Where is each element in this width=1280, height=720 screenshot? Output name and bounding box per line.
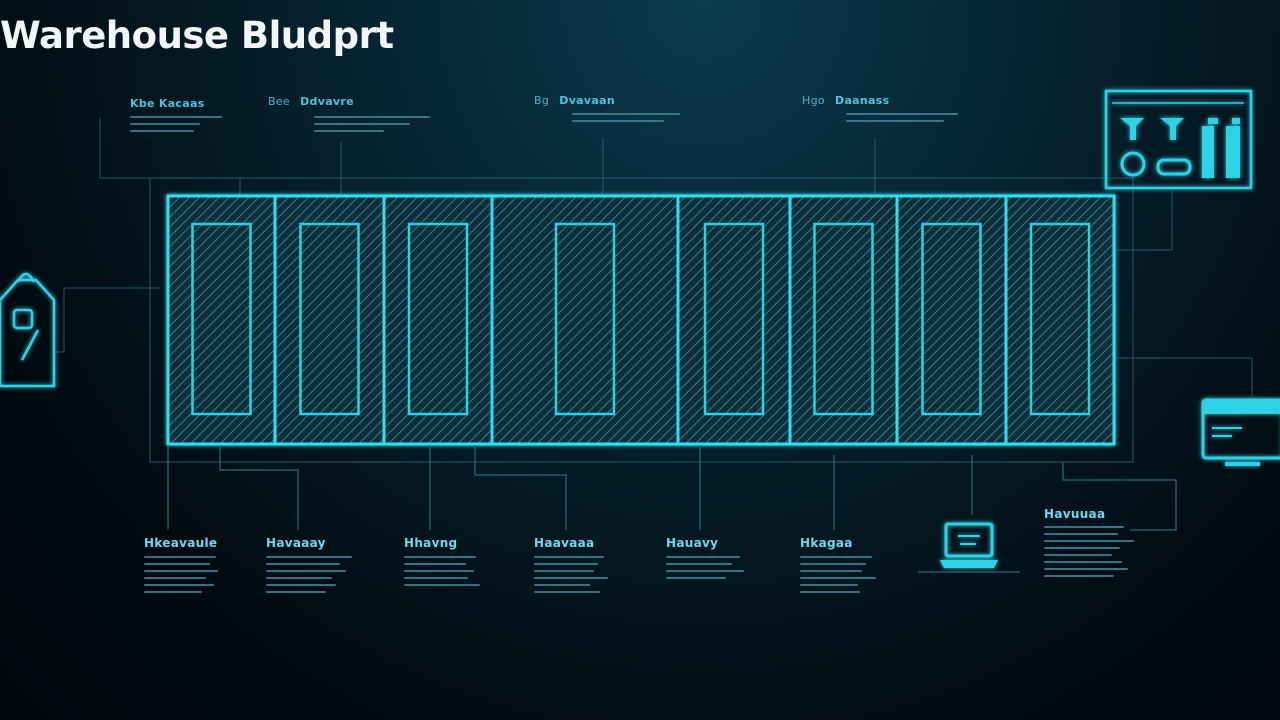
top-label-1-text: Kbe Kacaas (130, 97, 205, 110)
bay-slot (554, 222, 616, 416)
bottom-label-6: Hkagaa (800, 536, 853, 550)
bottom-label-1-line (144, 570, 218, 572)
bottom-label-4-line (534, 570, 594, 572)
storage-rack (166, 194, 1116, 446)
bay-slot (813, 222, 874, 416)
bottom-label-2-line (266, 563, 340, 565)
bottom-label-2-line (266, 591, 326, 593)
bay-slot (191, 222, 252, 416)
bottom-label-2: Havaaay (266, 536, 326, 550)
top-label-2-line (314, 130, 384, 132)
top-label-3-text: Dvavaan (559, 94, 615, 107)
top-label-3-line (572, 120, 664, 122)
bottom-label-4-line (534, 563, 598, 565)
bottom-label-7-line (1044, 526, 1124, 528)
bottom-label-2-line (266, 577, 332, 579)
bottom-label-7-line (1044, 561, 1122, 563)
bottom-connectors (167, 445, 1177, 573)
bottom-label-1-line (144, 563, 210, 565)
top-label-2-text: Ddvavre (300, 95, 354, 108)
monitor-icon (1201, 398, 1280, 466)
bottom-label-5-line (666, 577, 726, 579)
bottom-label-3-line (404, 556, 476, 558)
bottom-label-5: Hauavy (666, 536, 719, 550)
bottom-label-7-line (1044, 547, 1120, 549)
bay-slot (299, 222, 360, 416)
bay-slot (703, 222, 765, 416)
bottom-label-7-line (1044, 554, 1112, 556)
top-label-4-line (846, 120, 944, 122)
bay-slot (921, 222, 982, 416)
top-label-3-line (572, 113, 680, 115)
top-label-1: Kbe Kacaas (130, 97, 205, 110)
top-label-4-line (846, 113, 958, 115)
top-label-2: Bee Ddvavre (268, 95, 354, 108)
bottom-label-4-line (534, 584, 590, 586)
top-label-2-prefix: Bee (268, 95, 290, 108)
bottom-label-1-line (144, 556, 216, 558)
bottom-label-4: Haavaaa (534, 536, 595, 550)
bottom-label-1-line (144, 584, 214, 586)
bottom-label-6-line (800, 570, 862, 572)
bottom-label-4-line (534, 591, 600, 593)
bottom-label-1: Hkeavaule (144, 536, 218, 550)
top-label-3: Bg Dvavaan (534, 94, 615, 107)
page-title: Warehouse Bludprt (0, 14, 394, 57)
bottom-label-6-line (800, 556, 872, 558)
bottom-label-7-line (1044, 575, 1114, 577)
tools-panel-icon (1104, 89, 1253, 190)
bottom-label-3-line (404, 570, 474, 572)
laptop-icon (940, 522, 998, 568)
bottom-label-2-line (266, 570, 346, 572)
bottom-label-3-line (404, 577, 468, 579)
bottom-label-6-line (800, 563, 866, 565)
guide-frame (54, 118, 1253, 463)
top-label-1-line (130, 116, 222, 118)
bottom-label-5-line (666, 563, 732, 565)
bottom-label-7: Havuuaa (1044, 507, 1106, 521)
top-label-4-prefix: Hgo (802, 94, 825, 107)
padlock-tag-icon (0, 272, 56, 388)
bottom-label-3: Hhavng (404, 536, 458, 550)
bottom-label-6-line (800, 591, 860, 593)
top-label-1-line (130, 130, 194, 132)
bottom-label-6-line (800, 577, 876, 579)
bottom-label-3-line (404, 584, 480, 586)
bay-slot (407, 222, 469, 416)
bottom-label-4-line (534, 577, 608, 579)
top-label-2-line (314, 116, 430, 118)
top-label-4: Hgo Daanass (802, 94, 889, 107)
bottom-label-2-line (266, 556, 352, 558)
bottom-label-7-line (1044, 533, 1118, 535)
bottom-label-6-line (800, 584, 858, 586)
bottom-label-7-line (1044, 568, 1128, 570)
top-label-3-prefix: Bg (534, 94, 550, 107)
bottom-label-5-line (666, 556, 740, 558)
top-label-1-line (130, 123, 200, 125)
bottom-label-4-line (534, 556, 604, 558)
bottom-label-1-line (144, 577, 206, 579)
bottom-label-7-line (1044, 540, 1134, 542)
bottom-label-5-line (666, 570, 744, 572)
top-label-2-line (314, 123, 410, 125)
bottom-label-3-line (404, 563, 466, 565)
top-label-4-text: Daanass (835, 94, 890, 107)
bay-slot (1029, 222, 1091, 416)
bottom-label-1-line (144, 591, 202, 593)
bottom-label-2-line (266, 584, 336, 586)
